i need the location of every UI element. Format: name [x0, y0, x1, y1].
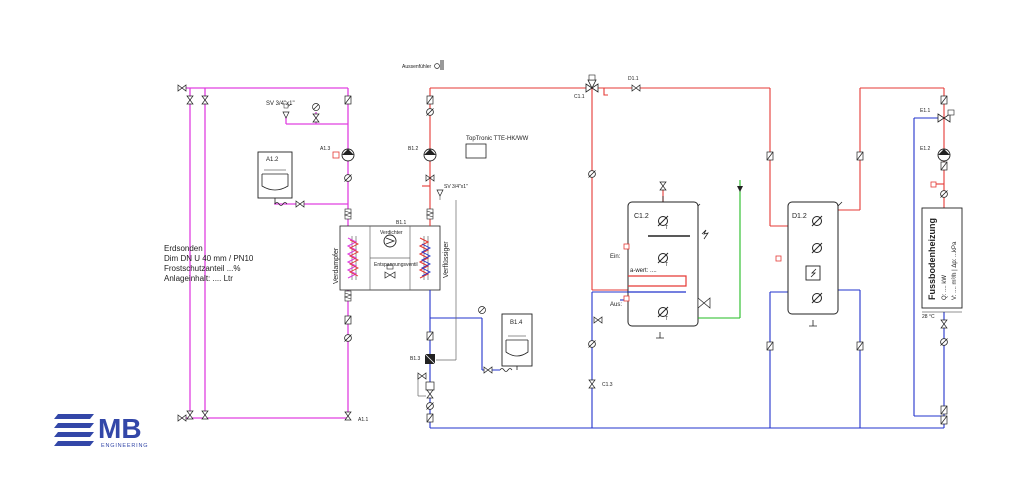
label-ein: Ein: — [610, 254, 621, 260]
floor-heating-title: Fussbodenheizung — [927, 218, 937, 300]
tank-c12-t1: T — [665, 225, 668, 231]
heat-pump-b11 — [339, 225, 441, 291]
solar-line — [697, 180, 743, 319]
label-sv-top: SV 3/4"x1" — [266, 101, 295, 107]
label-c11: C1.1 — [574, 94, 585, 100]
pump-a13[interactable] — [341, 148, 355, 162]
logo-stripes-icon — [54, 414, 94, 446]
label-c12: C1.2 — [634, 213, 649, 220]
label-b14: B1.4 — [510, 320, 523, 326]
floor-heating-temp: 28 °C — [922, 314, 935, 320]
label-verdichter: Verdichter — [380, 230, 403, 236]
label-awert: a-wert: .... — [630, 268, 657, 274]
label-toptronic: TopTronic TTE-HK/WW — [466, 136, 529, 142]
label-sv-mid: SV 3/4"x1" — [444, 184, 468, 190]
label-verfluessiger: Verflüssiger — [443, 241, 450, 278]
buffer-tank-d12 — [787, 201, 843, 327]
erdsonden-line4: Anlageinhalt: .... Ltr — [164, 274, 233, 283]
label-e11: E1.1 — [920, 108, 931, 114]
three-way-valve-c11[interactable] — [585, 74, 599, 93]
label-a13: A1.3 — [320, 146, 331, 152]
mb-logo: MB ENGINEERING — [54, 413, 148, 449]
brine-valves[interactable] — [177, 84, 352, 422]
logo-name: MB — [98, 413, 142, 444]
outdoor-sensor: Aussenfühler — [402, 60, 444, 70]
supply-components[interactable] — [425, 84, 948, 220]
label-a11: A1.1 — [358, 417, 369, 423]
label-a12: A1.2 — [266, 157, 279, 163]
safety-valve-brine — [282, 103, 292, 119]
toptronic-controller — [465, 143, 487, 159]
expansion-vessel-b14 — [499, 313, 533, 372]
label-d12: D1.2 — [792, 213, 807, 220]
erdsonden-info: Erdsonden Dim DN U 40 mm / PN10 Frostsch… — [164, 244, 254, 283]
tank-c12-t3: T — [665, 316, 668, 322]
label-e12: E1.2 — [920, 146, 931, 152]
expansion-vessel-a12 — [257, 151, 293, 206]
manometer-brine — [312, 103, 320, 111]
pump-e12[interactable] — [937, 148, 951, 162]
erdsonden-line1: Erdsonden — [164, 244, 203, 253]
erdsonden-line3: Frostschutzanteil ...% — [164, 264, 240, 273]
floor-heating-panel — [921, 207, 963, 313]
label-expansion: Entspannungsventil — [374, 262, 418, 268]
logo-sub: ENGINEERING — [101, 443, 148, 449]
label-verdampfer: Verdampfer — [333, 247, 340, 284]
label-aussenfuehler: Aussenfühler — [402, 64, 432, 70]
label-b13: B1.3 — [410, 356, 421, 362]
storage-tank-c12 — [627, 196, 709, 339]
label-aus: Aus: — [610, 302, 622, 308]
floor-heating-v: V: .... m³/h | Δp: ...kPa — [952, 241, 958, 300]
label-d11: D1.1 — [628, 76, 639, 82]
label-c13: C1.3 — [602, 382, 613, 388]
pump-b12[interactable] — [423, 148, 437, 162]
floor-heating-q: Q: .... kW — [942, 275, 948, 300]
three-way-valve-e11[interactable] — [937, 109, 955, 123]
brine-circuit — [178, 87, 349, 419]
mixing-valve-b13[interactable] — [417, 200, 457, 399]
erdsonden-line2: Dim DN U 40 mm / PN10 — [164, 254, 254, 263]
safety-valve-b12 — [436, 189, 444, 200]
label-b12: B1.2 — [408, 146, 419, 152]
tank-c12-t2: T — [665, 262, 668, 268]
manometer-b14 — [478, 306, 486, 314]
label-b11: B1.1 — [396, 220, 407, 226]
